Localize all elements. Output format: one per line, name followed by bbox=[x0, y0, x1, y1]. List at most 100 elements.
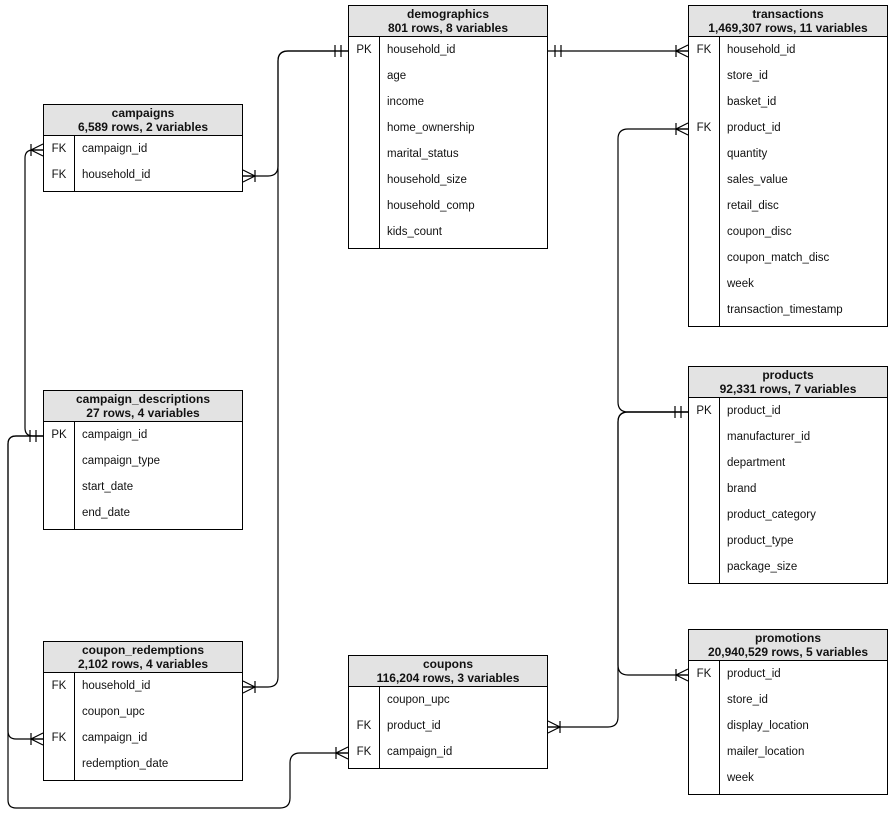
key-badge bbox=[689, 89, 719, 115]
field-name: product_id bbox=[387, 720, 441, 732]
field-name: age bbox=[387, 70, 407, 82]
crow-foot-many-icon bbox=[674, 668, 689, 682]
field-name: income bbox=[387, 96, 425, 108]
field-name: campaign_id bbox=[387, 746, 453, 758]
field-name: household_id bbox=[82, 680, 151, 692]
key-badge bbox=[349, 167, 379, 193]
key-badge bbox=[349, 63, 379, 89]
key-badge bbox=[689, 141, 719, 167]
key-badge bbox=[44, 699, 74, 725]
field-name: campaign_type bbox=[82, 455, 160, 467]
edge-products-transactions bbox=[617, 122, 689, 418]
key-badge: FK bbox=[696, 668, 712, 680]
key-badge bbox=[349, 89, 379, 115]
key-column-divider bbox=[719, 661, 720, 794]
field-row-kids_count: kids_count bbox=[349, 219, 547, 245]
key-badge bbox=[44, 751, 74, 777]
field-name: kids_count bbox=[387, 226, 442, 238]
field-name: product_id bbox=[727, 122, 781, 134]
crow-foot-many-icon bbox=[674, 122, 689, 136]
field-name: household_size bbox=[387, 174, 467, 186]
field-name: product_id bbox=[727, 405, 781, 417]
field-name: department bbox=[727, 457, 786, 469]
key-badge: PK bbox=[51, 429, 67, 441]
table-header: transactions 1,469,307 rows, 11 variable… bbox=[689, 6, 887, 37]
field-row-product_category: product_category bbox=[689, 502, 887, 528]
field-name: product_category bbox=[727, 509, 816, 521]
key-column-divider bbox=[74, 422, 75, 529]
field-row-week: week bbox=[689, 765, 887, 791]
field-name: coupon_disc bbox=[727, 226, 792, 238]
table-rowcount: 20,940,529 rows, 5 variables bbox=[707, 645, 869, 659]
field-row-age: age bbox=[349, 63, 547, 89]
table-rowcount: 92,331 rows, 7 variables bbox=[719, 382, 857, 396]
field-name: campaign_id bbox=[82, 429, 148, 441]
field-name: coupon_match_disc bbox=[727, 252, 830, 264]
key-badge bbox=[689, 450, 719, 476]
key-badge bbox=[689, 713, 719, 739]
table-header: products 92,331 rows, 7 variables bbox=[689, 367, 887, 398]
entity-table-coupons: coupons 116,204 rows, 3 variables coupon… bbox=[348, 655, 548, 769]
field-name: transaction_timestamp bbox=[727, 304, 843, 316]
field-row-coupon_disc: coupon_disc bbox=[689, 219, 887, 245]
field-name: coupon_upc bbox=[82, 706, 145, 718]
table-header: coupon_redemptions 2,102 rows, 4 variabl… bbox=[44, 642, 242, 673]
edge-products-promotions bbox=[617, 411, 689, 682]
crow-foot-many-icon bbox=[242, 680, 257, 694]
field-row-store_id: store_id bbox=[689, 63, 887, 89]
key-badge: FK bbox=[356, 746, 372, 758]
key-badge bbox=[349, 219, 379, 245]
entity-table-promotions: promotions 20,940,529 rows, 5 variables … bbox=[688, 629, 888, 795]
table-header: campaigns 6,589 rows, 2 variables bbox=[44, 105, 242, 136]
key-badge bbox=[689, 687, 719, 713]
key-column-divider bbox=[719, 37, 720, 326]
field-name: store_id bbox=[727, 694, 768, 706]
field-row-campaign_type: campaign_type bbox=[44, 448, 242, 474]
field-name: store_id bbox=[727, 70, 768, 82]
table-rowcount: 27 rows, 4 variables bbox=[86, 406, 200, 420]
field-row-household_size: household_size bbox=[349, 167, 547, 193]
field-row-redemption_date: redemption_date bbox=[44, 751, 242, 777]
key-column-divider bbox=[379, 687, 380, 768]
field-name: household_id bbox=[82, 169, 151, 181]
key-badge bbox=[689, 739, 719, 765]
key-badge bbox=[689, 476, 719, 502]
field-name: week bbox=[727, 278, 754, 290]
field-row-income: income bbox=[349, 89, 547, 115]
field-name: coupon_upc bbox=[387, 694, 450, 706]
field-name: manufacturer_id bbox=[727, 431, 811, 443]
edge-campaign_descriptions-coupons bbox=[7, 435, 349, 809]
table-rowcount: 1,469,307 rows, 11 variables bbox=[708, 21, 868, 35]
key-badge: FK bbox=[51, 732, 67, 744]
field-row-department: department bbox=[689, 450, 887, 476]
field-name: mailer_location bbox=[727, 746, 805, 758]
key-badge bbox=[44, 474, 74, 500]
crow-foot-many-icon bbox=[29, 143, 44, 157]
table-rowcount: 116,204 rows, 3 variables bbox=[376, 671, 520, 685]
field-name: end_date bbox=[82, 507, 130, 519]
field-row-mailer_location: mailer_location bbox=[689, 739, 887, 765]
entity-table-transactions: transactions 1,469,307 rows, 11 variable… bbox=[688, 5, 888, 327]
field-name: retail_disc bbox=[727, 200, 779, 212]
field-row-start_date: start_date bbox=[44, 474, 242, 500]
field-name: product_type bbox=[727, 535, 794, 547]
key-badge: FK bbox=[696, 122, 712, 134]
key-badge bbox=[689, 528, 719, 554]
key-badge: FK bbox=[51, 143, 67, 155]
key-badge bbox=[689, 219, 719, 245]
field-name: quantity bbox=[727, 148, 768, 160]
field-row-coupon_upc: coupon_upc bbox=[349, 687, 547, 713]
key-badge bbox=[689, 554, 719, 580]
field-name: start_date bbox=[82, 481, 134, 493]
key-badge bbox=[689, 167, 719, 193]
